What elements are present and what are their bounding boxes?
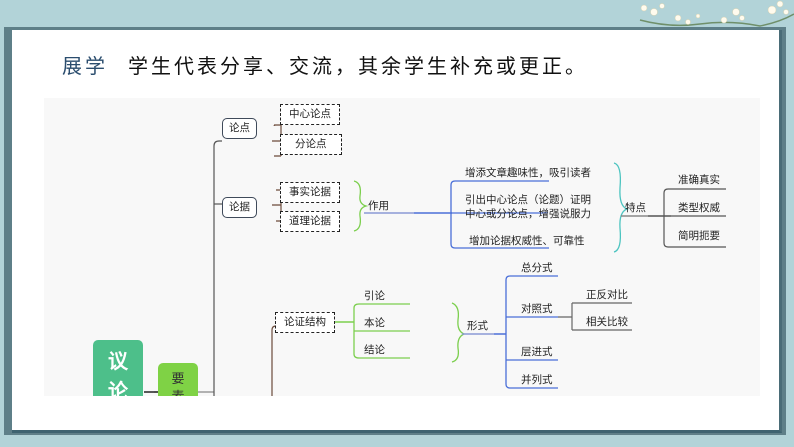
contrast-subtype[interactable]: 正反对比 (586, 289, 628, 301)
node-main-branch[interactable]: 要 素 (158, 363, 198, 396)
form-item[interactable]: 层进式 (521, 346, 553, 358)
feature-item[interactable]: 准确真实 (678, 174, 720, 186)
node-evidence[interactable]: 论据 (222, 197, 257, 219)
function-item[interactable]: 增添文章趣味性，吸引读者 (465, 167, 591, 179)
branch-char: 要 (171, 372, 185, 387)
node-reasoning-evidence[interactable]: 道理论据 (280, 211, 340, 233)
form-item[interactable]: 对照式 (521, 303, 553, 315)
slide-title: 展学学生代表分享、交流，其余学生补充或更正。 (62, 50, 588, 79)
form-item[interactable]: 并列式 (521, 374, 553, 386)
function-item[interactable]: 引出中心论点（论题）证明 (465, 194, 591, 206)
function-item[interactable]: 增加论据权威性、可靠性 (469, 235, 585, 247)
title-text: 学生代表分享、交流，其余学生补充或更正。 (128, 54, 588, 78)
form-item[interactable]: 总分式 (521, 262, 553, 274)
mindmap-connectors (144, 124, 726, 396)
node-argument[interactable]: 论点 (222, 118, 257, 140)
root-char: 议 (108, 349, 128, 373)
node-factual-evidence[interactable]: 事实论据 (280, 182, 340, 204)
node-sub-argument[interactable]: 分论点 (280, 134, 342, 156)
function-item[interactable]: 中心或分论点，增强说服力 (465, 208, 591, 220)
structure-part-body[interactable]: 本论 (364, 317, 385, 329)
node-argument-structure[interactable]: 论证结构 (275, 312, 335, 334)
mindmap: 论点 中心论点 分论点 论据 事实论据 道理论据 作用 增添文章趣味性，吸引读者… (44, 98, 760, 396)
node-root[interactable]: 议 论 (93, 340, 143, 396)
branch-char: 素 (158, 389, 198, 396)
contrast-subtype[interactable]: 相关比较 (586, 316, 628, 328)
root-char: 论 (108, 379, 128, 396)
title-label: 展学 (62, 54, 108, 78)
structure-part-conclusion[interactable]: 结论 (364, 344, 385, 356)
plum-blossom-icon (639, 0, 794, 27)
feature-item[interactable]: 简明扼要 (678, 230, 720, 242)
node-central-argument[interactable]: 中心论点 (280, 104, 340, 126)
node-function[interactable]: 作用 (368, 200, 389, 212)
node-form[interactable]: 形式 (467, 320, 488, 332)
node-features[interactable]: 特点 (625, 202, 646, 214)
feature-item[interactable]: 类型权威 (678, 202, 720, 214)
structure-part-intro[interactable]: 引论 (364, 290, 385, 302)
